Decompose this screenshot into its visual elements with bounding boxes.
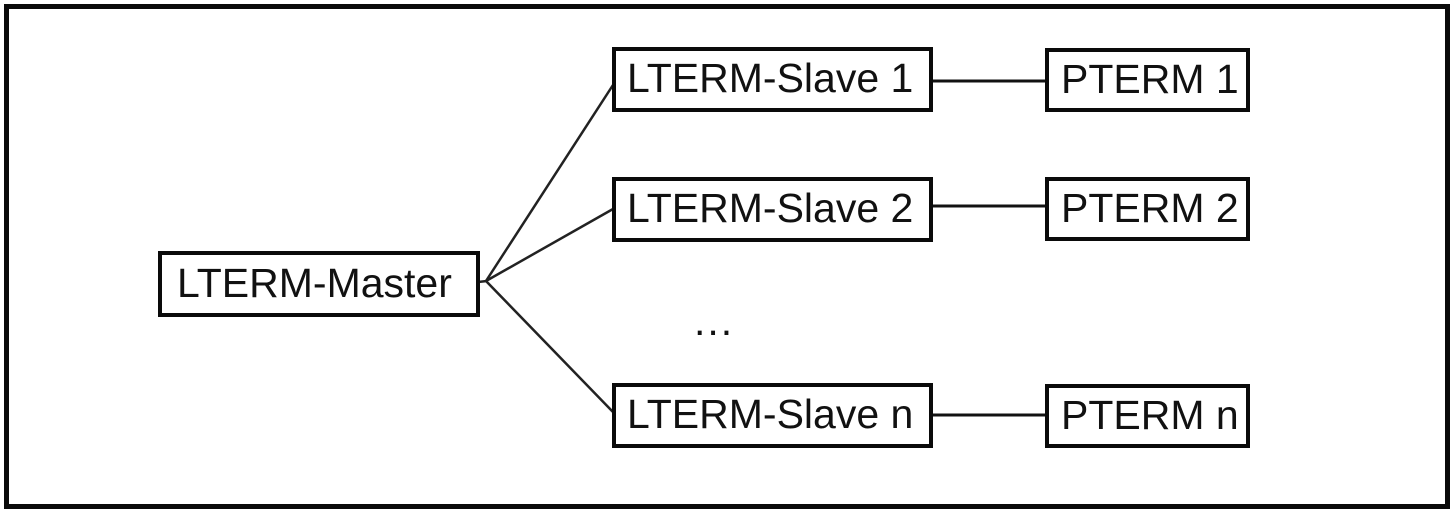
slave-node-2: LTERM-Slave 2	[612, 177, 933, 242]
connector-line-master-slaven	[485, 280, 614, 413]
slave-node-1-label: LTERM-Slave 1	[627, 55, 914, 101]
connector-line-master-slave2	[485, 207, 614, 283]
ellipsis-label: ...	[694, 298, 735, 344]
slave-node-1: LTERM-Slave 1	[612, 47, 933, 112]
pterm-node-1: PTERM 1	[1045, 48, 1250, 112]
pterm-node-n-label: PTERM n	[1061, 391, 1239, 438]
pterm-node-1-label: PTERM 1	[1061, 55, 1239, 102]
master-node: LTERM-Master	[158, 251, 480, 317]
slave-node-n: LTERM-Slave n	[612, 383, 933, 448]
connector-line-master-slave1	[484, 84, 615, 282]
pterm-node-n: PTERM n	[1045, 384, 1250, 448]
slave-node-2-label: LTERM-Slave 2	[627, 185, 914, 231]
pterm-node-2: PTERM 2	[1045, 177, 1250, 241]
master-node-label: LTERM-Master	[177, 259, 452, 306]
diagram-frame	[4, 4, 1450, 509]
slave-node-n-label: LTERM-Slave n	[627, 391, 914, 437]
pterm-node-2-label: PTERM 2	[1061, 184, 1239, 231]
